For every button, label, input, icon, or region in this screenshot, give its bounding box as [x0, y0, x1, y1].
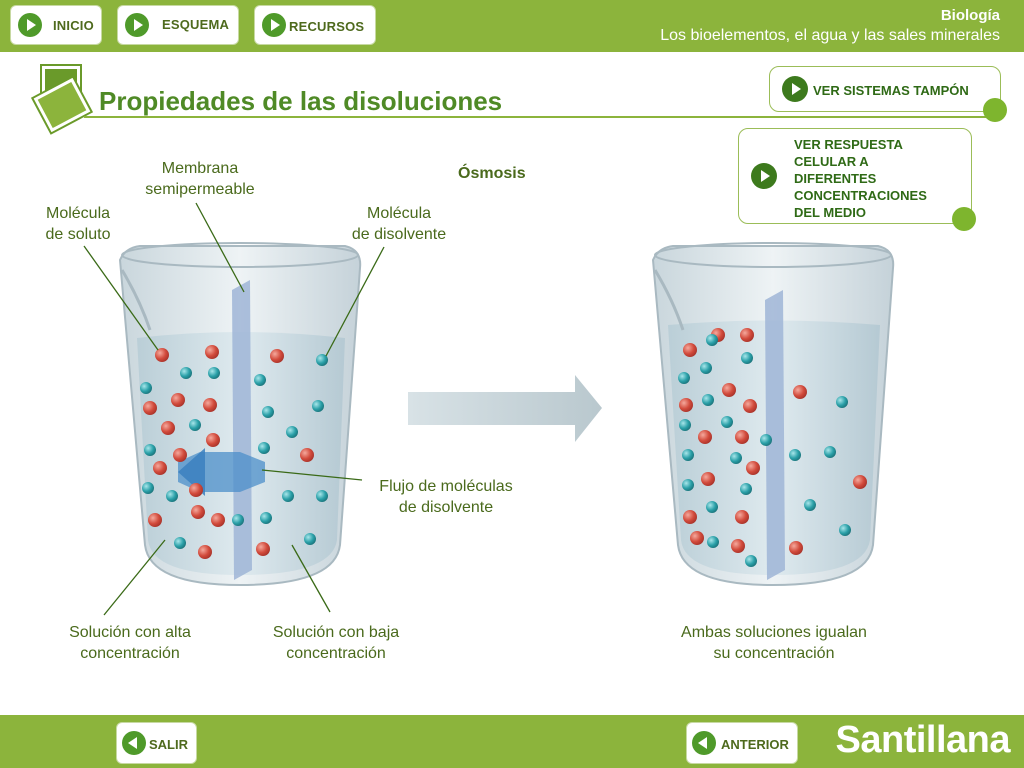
label-line: de soluto	[45, 226, 111, 243]
label-line: concentración	[80, 645, 180, 662]
nav-recursos-button[interactable]: RECURSOS	[254, 5, 376, 45]
label-line: su concentración	[713, 645, 835, 662]
button-label: VER SISTEMAS TAMPÓN	[813, 83, 969, 98]
play-icon	[18, 13, 42, 37]
label-line: Membrana	[161, 160, 239, 177]
label-alta: Solución con alta concentración	[50, 622, 210, 664]
label-line: Ambas soluciones igualan	[681, 624, 867, 641]
play-icon	[262, 13, 286, 37]
label-line: Molécula	[45, 205, 111, 222]
label-membrana: Membrana semipermeable	[130, 158, 270, 200]
back-arrow-icon	[692, 731, 716, 755]
solute-molecules	[143, 345, 314, 559]
label-line: Flujo de moléculas	[379, 478, 513, 495]
anterior-button[interactable]: ANTERIOR	[686, 722, 798, 764]
back-arrow-icon	[122, 731, 146, 755]
diagram-heading: Ósmosis	[458, 165, 526, 182]
button-label-line: DIFERENTES	[794, 171, 877, 186]
button-label-line: VER RESPUESTA	[794, 137, 903, 152]
button-label: VER RESPUESTA CELULAR A DIFERENTES CONCE…	[794, 136, 927, 221]
label-line: semipermeable	[145, 181, 255, 198]
title-underline	[84, 116, 1000, 118]
label-igualan: Ambas soluciones igualan su concentració…	[664, 622, 884, 664]
membrane	[232, 280, 252, 580]
label-baja: Solución con baja concentración	[256, 622, 416, 664]
salir-button[interactable]: SALIR	[116, 722, 197, 764]
label-line: concentración	[286, 645, 386, 662]
play-icon	[125, 13, 149, 37]
hand-cursor-icon	[983, 98, 1007, 122]
unit-name: Los bioelementos, el agua y las sales mi…	[660, 27, 1000, 44]
ver-sistemas-tampon-button[interactable]: VER SISTEMAS TAMPÓN	[769, 66, 1001, 112]
hand-cursor-icon	[952, 207, 976, 231]
nav-label: INICIO	[53, 18, 94, 33]
solvent-molecules	[678, 334, 851, 567]
label-flujo: Flujo de moléculas de disolvente	[366, 476, 526, 518]
membrane	[765, 290, 785, 580]
label-disolvente: Molécula de disolvente	[339, 203, 459, 245]
button-label-line: CONCENTRACIONES	[794, 188, 927, 203]
page-title: Propiedades de las disoluciones	[99, 86, 503, 116]
label-line: Molécula	[366, 205, 432, 222]
label-soluto: Molécula de soluto	[28, 203, 128, 245]
play-icon	[751, 163, 777, 189]
button-label: SALIR	[149, 737, 188, 752]
nav-inicio-button[interactable]: INICIO	[10, 5, 102, 45]
santillana-logo: Santillana	[835, 719, 1011, 761]
ver-respuesta-celular-button[interactable]: VER RESPUESTA CELULAR A DIFERENTES CONCE…	[738, 128, 972, 224]
solvent-molecules	[140, 354, 328, 549]
right-beaker	[651, 242, 895, 587]
subject-info: Biología Los bioelementos, el agua y las…	[660, 7, 1000, 45]
left-beaker	[118, 242, 362, 587]
label-line: de disolvente	[398, 499, 494, 516]
nav-label: RECURSOS	[289, 19, 365, 34]
button-label-line: CELULAR A	[794, 154, 869, 169]
button-label: ANTERIOR	[721, 737, 789, 752]
transition-arrow-icon	[408, 375, 602, 442]
solute-molecules	[679, 328, 867, 555]
nav-esquema-button[interactable]: ESQUEMA	[117, 5, 239, 45]
nav-label: ESQUEMA	[162, 17, 230, 32]
label-line: de disolvente	[351, 226, 447, 243]
subject-name: Biología	[940, 7, 1000, 24]
button-label-line: DEL MEDIO	[794, 205, 866, 220]
label-line: Solución con baja	[272, 624, 400, 641]
label-line: Solución con alta	[69, 624, 191, 641]
play-icon	[782, 76, 808, 102]
leader-lines	[83, 202, 385, 616]
